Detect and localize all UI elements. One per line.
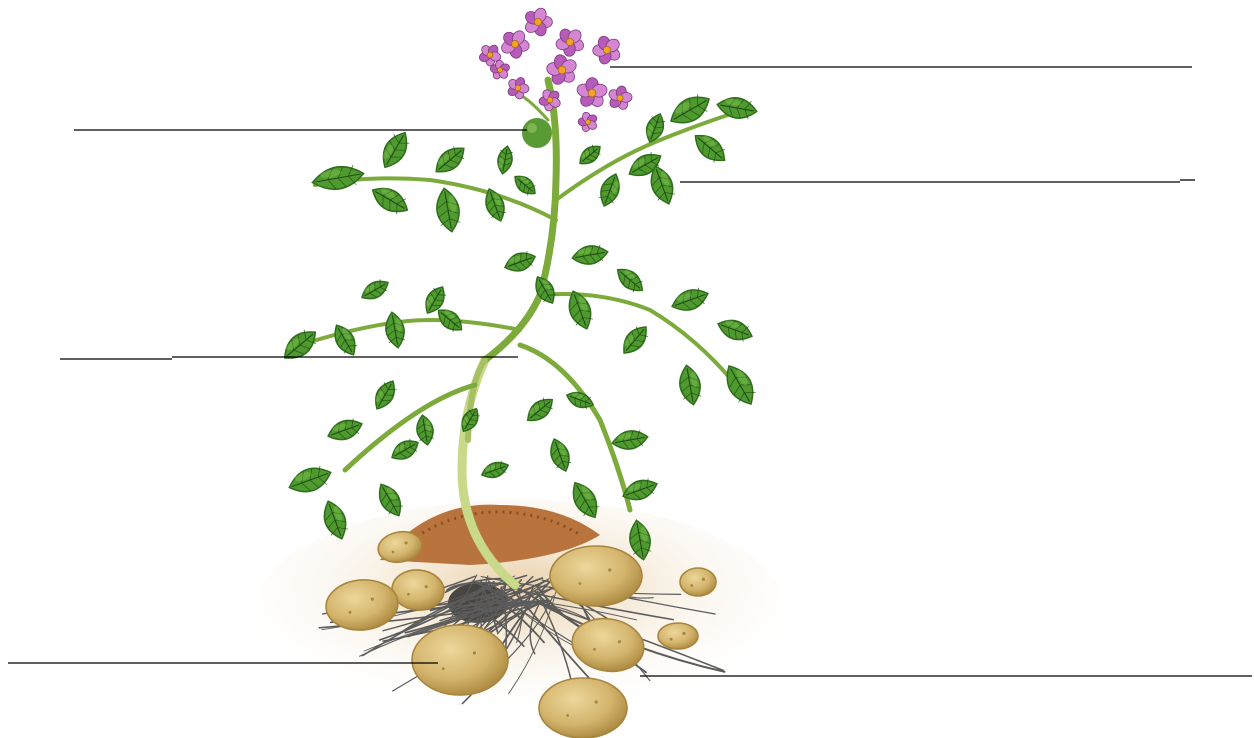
leaf (278, 324, 321, 365)
flower (538, 88, 561, 111)
leaf (719, 360, 760, 409)
flower (506, 76, 529, 100)
tuber (412, 625, 508, 695)
leaf (383, 311, 407, 350)
leaf (613, 264, 648, 297)
flower (555, 27, 586, 57)
leaf (430, 142, 469, 179)
leaf (677, 364, 704, 407)
leaf (665, 89, 714, 130)
leaf (415, 414, 436, 446)
leaf (502, 249, 538, 276)
leaf (715, 315, 755, 344)
leaf (388, 436, 422, 465)
flower (523, 7, 552, 38)
leaf (433, 186, 462, 233)
leaf (523, 394, 558, 427)
tuber (550, 546, 642, 606)
leaf (496, 145, 515, 175)
leaf (511, 171, 540, 198)
leaf (370, 377, 400, 413)
leaf (611, 428, 650, 452)
leaf (286, 462, 335, 498)
leaf (310, 163, 365, 194)
leaf (669, 285, 711, 316)
flower (592, 35, 622, 66)
leaf (571, 243, 610, 267)
leaf (596, 171, 624, 209)
leaf (325, 415, 365, 444)
flower (500, 29, 531, 59)
leaf (576, 141, 605, 168)
tuber (680, 568, 716, 596)
berry (522, 118, 552, 148)
flower (607, 85, 632, 111)
leaf (358, 276, 391, 304)
leaf (689, 129, 730, 168)
leaf (329, 321, 361, 359)
leaf (546, 436, 574, 474)
leaf (368, 181, 413, 218)
leaf (618, 322, 653, 359)
tuber (658, 623, 698, 649)
leaf (479, 459, 510, 482)
tuber (539, 678, 627, 738)
flower (575, 77, 608, 109)
leaf (376, 128, 413, 173)
flower (578, 111, 598, 132)
